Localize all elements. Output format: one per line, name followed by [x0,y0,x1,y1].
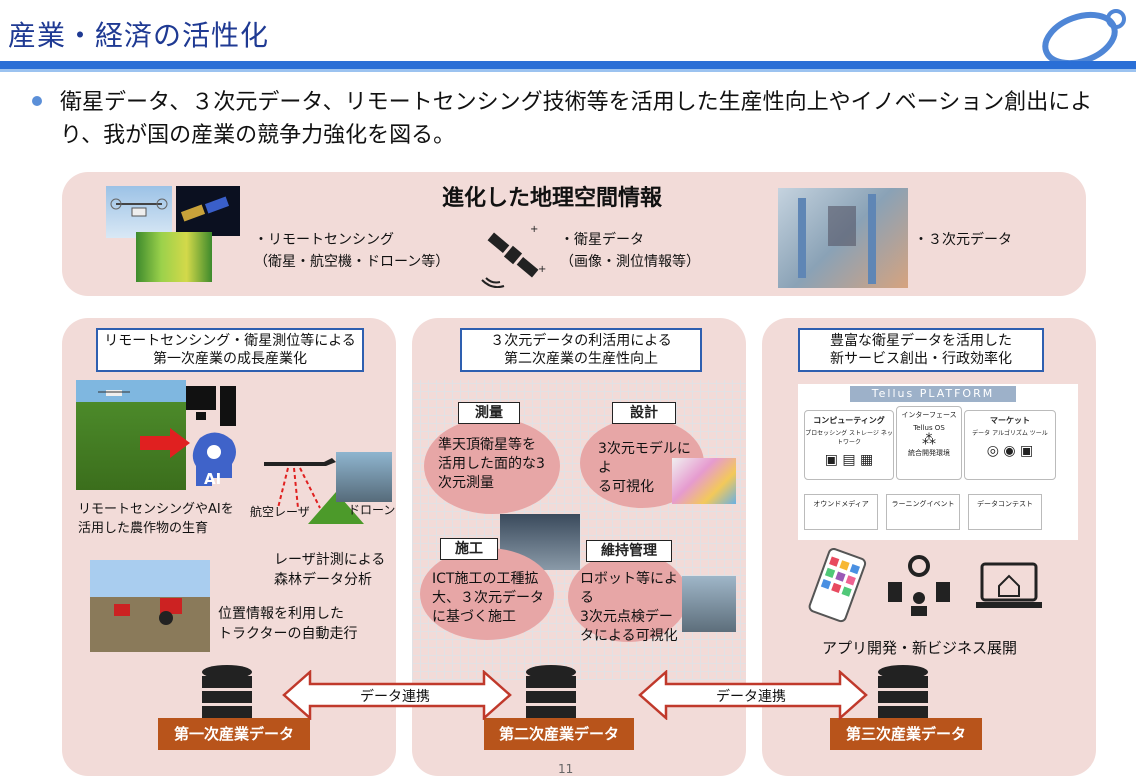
primary-industry-data-tag: 第一次産業データ [158,718,310,750]
svg-text:+: + [530,224,538,235]
maintenance-text-3: タによる可視化 [580,628,678,644]
laptop-home-icon [976,562,1042,608]
primary-industry-label-2: 第一次産業の成長産業化 [153,351,307,367]
3d-model-image [672,458,736,504]
survey-text-2: 活用した面的な3 [438,456,545,472]
remote-sensing-label-2: （衛星・航空機・ドローン等） [254,254,450,270]
tag-survey: 測量 [458,402,520,424]
computing-title: コンピューティング [813,416,885,425]
farm-field-photo [76,380,186,490]
tag-maintenance: 維持管理 [586,540,672,562]
maintenance-text-2: 3次元点検デー [580,609,673,625]
tellus-os-icon: ⁂ [922,432,936,448]
interface-title: インターフェース [901,411,957,419]
maintenance-circle: ロボット等による 3次元点検デー タによる可視化 [568,552,688,644]
top-heading: 進化した地理空間情報 [442,186,663,211]
tertiary-industry-label-1: 豊富な衛星データを活用した [830,333,1012,349]
design-text-2: る可視化 [598,479,654,495]
data-link-arrow-right [638,670,868,720]
maintenance-text-1: ロボット等による [580,571,678,606]
tractor-photo [90,560,210,652]
page-number: 11 [558,762,574,776]
tractor-caption-2: トラクターの自動走行 [218,626,358,642]
primary-industry-label-1: リモートセンシング・衛星測位等による [104,333,356,349]
ai-arrow-icon [140,428,190,458]
forest-caption-2: 森林データ分析 [274,572,372,588]
3d-data-label: ・３次元データ [914,232,1012,248]
airborne-laser-label: 航空レーザ [250,505,310,519]
ai-head-icon [192,432,236,486]
logo-icon [1042,9,1126,65]
satellite-data-label-1: ・衛星データ [560,232,644,248]
page-title: 産業・経済の活性化 [8,19,270,52]
tag-design: 設計 [612,402,676,424]
tellus-brand: Tellus PLATFORM [850,386,1016,402]
computing-items: プロセッシング ストレージ ネットワーク [805,430,893,446]
business-network-icon [888,555,950,616]
market-items: データ アルゴリズム ツール [972,430,1048,437]
crop-map-image [136,232,212,282]
design-text-1: 3次元モデルによ [598,441,691,476]
integrated-env-title: 統合開発環境 [908,449,950,457]
database-icon-primary [202,665,252,718]
market-box: マーケット データ アルゴリズム ツール ◎ ◉ ▣ [964,410,1056,480]
data-contest-box: データコンテスト [968,494,1042,530]
secondary-industry-label-2: 第二次産業の生産性向上 [504,351,658,367]
data-link-label-right: データ連携 [716,689,786,705]
design-circle: 3次元モデルによ る可視化 [580,418,704,508]
computing-box: コンピューティング プロセッシング ストレージ ネットワーク ▣ ▤ ▦ [804,410,894,480]
drone-photo [106,186,172,238]
3d-data-image [778,188,908,288]
data-link-label-left: データ連携 [360,689,430,705]
database-icon-secondary [526,665,576,718]
market-title: マーケット [990,416,1030,425]
market-icons: ◎ ◉ ▣ [986,443,1034,459]
data-link-arrow-left [282,670,512,720]
remote-sensing-label-1: ・リモートセンシング [254,232,394,248]
computing-icons: ▣ ▤ ▦ [824,452,874,468]
construction-text-2: 大、３次元データ [432,590,544,606]
primary-industry-label: リモートセンシング・衛星測位等による 第一次産業の成長産業化 [96,328,364,372]
svg-text:+: + [538,264,546,275]
learning-event-box: ラーニングイベント [886,494,960,530]
inspection-drone-photo [682,576,736,632]
crop-caption-2: 活用した農作物の生育 [78,521,209,536]
ai-label: AI [204,470,222,488]
secondary-industry-data-tag: 第二次産業データ [484,718,634,750]
tellus-platform-diagram: Tellus PLATFORM コンピューティング プロセッシング ストレージ … [798,384,1078,540]
secondary-industry-label-1: ３次元データの利活用による [490,333,672,349]
construction-circle: ICT施工の工種拡 大、３次元データ に基づく施工 [420,548,554,640]
title-bar-accent [0,69,1136,72]
database-icon-tertiary [878,665,928,718]
forest-caption-1: レーザ計測による [274,552,386,568]
construction-text-3: に基づく施工 [432,609,516,625]
survey-circle: 準天頂衛星等を 活用した面的な3 次元測量 [424,418,560,514]
satellite-photo [176,186,240,236]
title-bar [0,61,1136,69]
survey-text-1: 準天頂衛星等を [438,437,536,453]
owned-media-box: オウンドメディア [804,494,878,530]
tag-construction: 施工 [440,538,498,560]
tertiary-industry-data-tag: 第三次産業データ [830,718,982,750]
smartphone-apps-icon [808,548,867,623]
interface-box: インターフェース Tellus OS ⁂ 統合開発環境 [896,406,962,480]
computer-icon [186,386,236,426]
tractor-caption-1: 位置情報を利用した [218,606,344,622]
tertiary-industry-label: 豊富な衛星データを活用した 新サービス創出・行政効率化 [798,328,1044,372]
construction-text-1: ICT施工の工種拡 [432,571,539,587]
satellite-data-label-2: （画像・測位情報等） [560,254,700,270]
airplane-laser-icon [264,458,364,524]
drone-label: ドローン [348,503,396,517]
survey-text-3: 次元測量 [438,475,494,491]
app-development-caption: アプリ開発・新ビジネス展開 [822,639,1018,657]
lead-text: 衛星データ、３次元データ、リモートセンシング技術等を活用した生産性向上やイノベー… [60,90,1093,148]
bullet-icon [32,96,42,106]
tertiary-industry-label-2: 新サービス創出・行政効率化 [830,351,1012,367]
tellus-os-title: Tellus OS [913,424,945,432]
crop-caption-1: リモートセンシングやAIを [78,502,234,517]
forest-drone-photo [336,452,392,502]
secondary-industry-label: ３次元データの利活用による 第二次産業の生産性向上 [460,328,702,372]
satellite-icon: + + [481,224,546,288]
